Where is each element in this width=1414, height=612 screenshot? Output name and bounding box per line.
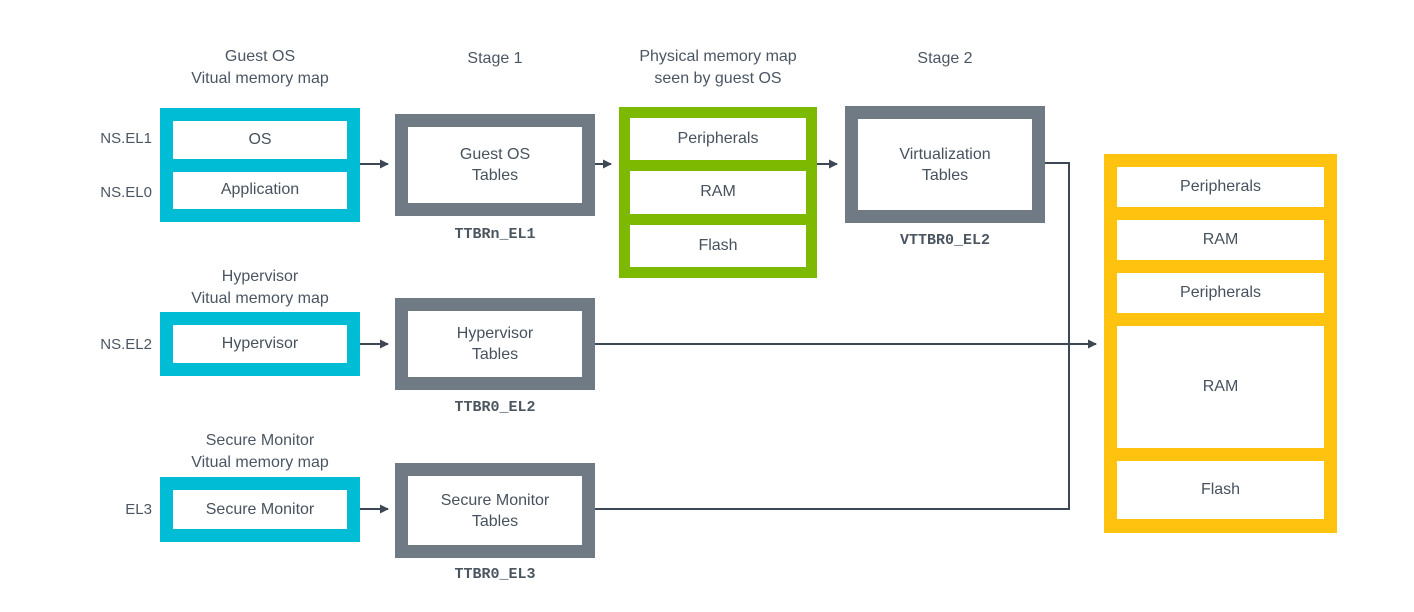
guest-phys-segment-flash: Flash bbox=[630, 224, 806, 267]
secure-monitor-tables-line2: Tables bbox=[471, 512, 519, 530]
sys-segment-ram-1: RAM bbox=[1117, 220, 1324, 260]
guest-os-tables-line1: Guest OS bbox=[459, 146, 531, 163]
register-ttbr0-el2: TTBR0_EL2 bbox=[454, 399, 536, 416]
vm-segment-application: Application bbox=[173, 171, 347, 209]
guest-os-map-heading-line2: Vitual memory map bbox=[191, 70, 329, 87]
secure-monitor-map-heading: Secure Monitor Vitual memory map bbox=[140, 430, 380, 474]
line-virttables-to-junction bbox=[1045, 162, 1070, 344]
sys-segment-peripherals-1: Peripherals bbox=[1117, 167, 1324, 207]
secure-monitor-tables-line1: Secure Monitor bbox=[440, 491, 550, 509]
secure-monitor-tables-label: Secure Monitor Tables bbox=[406, 474, 584, 547]
guest-os-tables-label: Guest OS Tables bbox=[406, 125, 584, 205]
el-label-ns-el1: NS.EL1 bbox=[100, 130, 152, 147]
sys-segment-peripherals-2: Peripherals bbox=[1117, 273, 1324, 313]
vm-segment-hypervisor: Hypervisor bbox=[173, 325, 347, 363]
guest-physical-map-box: Peripherals RAM Flash bbox=[619, 107, 817, 278]
stage2-heading: Stage 2 bbox=[917, 50, 973, 67]
register-vttbr0-el2: VTTBR0_EL2 bbox=[899, 232, 990, 249]
hypervisor-map-heading: Hypervisor Vitual memory map bbox=[140, 266, 380, 310]
hypervisor-map-heading-line2: Vitual memory map bbox=[191, 290, 329, 307]
virtualization-tables-box: Virtualization Tables bbox=[845, 106, 1045, 223]
guest-os-tables-box: Guest OS Tables bbox=[395, 114, 595, 216]
sys-segment-flash: Flash bbox=[1117, 461, 1324, 519]
system-physical-map-box: Peripherals RAM Peripherals RAM Flash bbox=[1104, 154, 1337, 533]
guest-os-map-heading-line1: Guest OS bbox=[224, 48, 296, 65]
el-label-ns-el2: NS.EL2 bbox=[100, 336, 152, 353]
hypervisor-map-heading-line1: Hypervisor bbox=[221, 268, 299, 285]
hypervisor-tables-box: Hypervisor Tables bbox=[395, 298, 595, 390]
register-ttbr0-el3: TTBR0_EL3 bbox=[454, 566, 536, 583]
physical-map-heading-line2: seen by guest OS bbox=[654, 70, 782, 87]
el-label-el3: EL3 bbox=[125, 501, 152, 518]
line-securetables-to-junction bbox=[595, 344, 1070, 510]
physical-map-heading-line1: Physical memory map bbox=[639, 48, 797, 65]
hypervisor-tables-label: Hypervisor Tables bbox=[406, 309, 584, 379]
guest-phys-segment-peripherals: Peripherals bbox=[630, 118, 806, 161]
el-label-ns-el0: NS.EL0 bbox=[100, 184, 152, 201]
hypervisor-tables-line2: Tables bbox=[471, 346, 519, 363]
secure-monitor-map-heading-line2: Vitual memory map bbox=[191, 454, 329, 471]
secure-monitor-tables-box: Secure Monitor Tables bbox=[395, 463, 595, 558]
vm-segment-os: OS bbox=[173, 121, 347, 159]
secure-monitor-map-heading-line1: Secure Monitor bbox=[205, 432, 315, 449]
stage1-heading: Stage 1 bbox=[467, 50, 523, 67]
guest-os-vm-box: OS Application bbox=[160, 108, 360, 222]
virtualization-tables-line2: Tables bbox=[921, 166, 969, 184]
virtualization-tables-label: Virtualization Tables bbox=[856, 117, 1034, 212]
virtualization-tables-line1: Virtualization bbox=[899, 145, 991, 163]
guest-phys-segment-ram: RAM bbox=[630, 171, 806, 214]
secure-monitor-vm-box: Secure Monitor bbox=[160, 477, 360, 542]
hypervisor-tables-line1: Hypervisor bbox=[456, 325, 534, 342]
guest-os-map-heading: Guest OS Vitual memory map bbox=[140, 46, 380, 90]
sys-segment-ram-2: RAM bbox=[1117, 326, 1324, 448]
register-ttbrn-el1: TTBRn_EL1 bbox=[454, 226, 536, 243]
hypervisor-vm-box: Hypervisor bbox=[160, 312, 360, 376]
vm-segment-secure-monitor: Secure Monitor bbox=[173, 490, 347, 529]
guest-os-tables-line2: Tables bbox=[471, 167, 519, 184]
physical-map-heading: Physical memory map seen by guest OS bbox=[598, 46, 838, 90]
